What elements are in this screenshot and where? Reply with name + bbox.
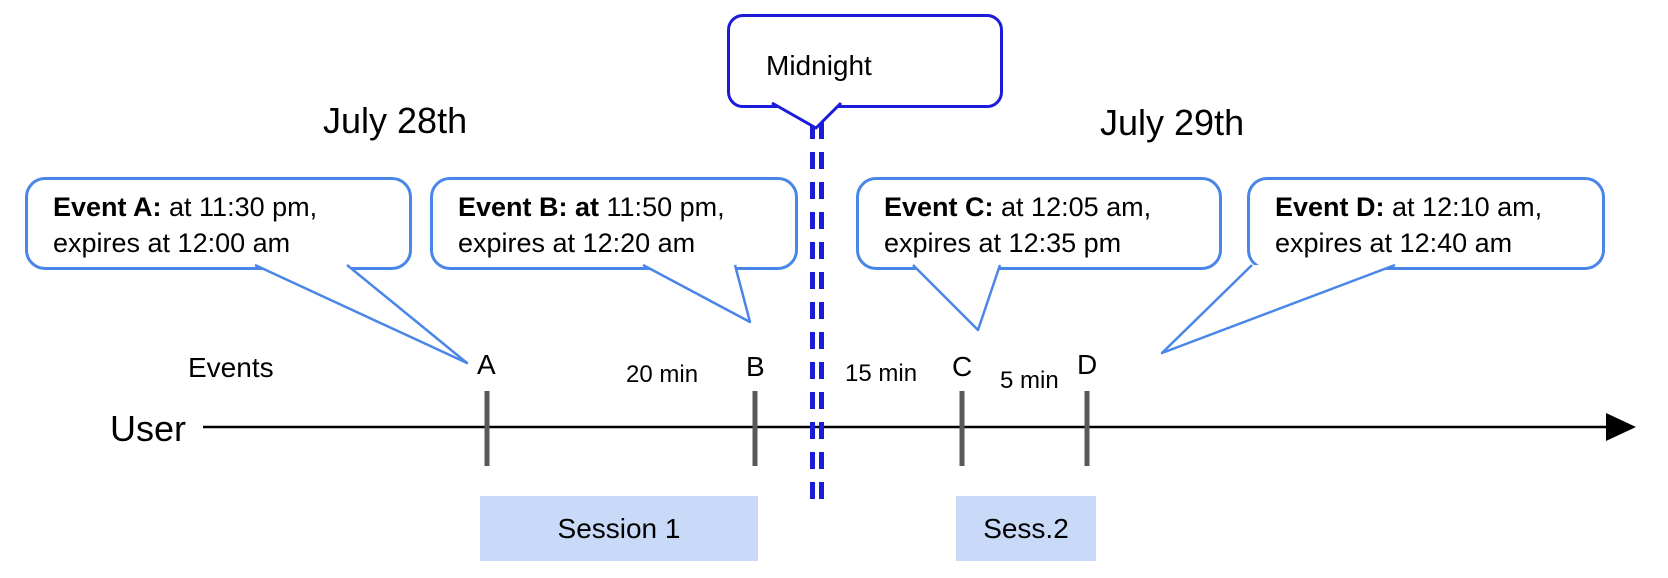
event-d-line2: expires at 12:40 am [1275, 228, 1513, 258]
timeline-arrowhead-icon [1606, 413, 1636, 441]
event-a-line2: expires at 12:00 am [53, 228, 291, 258]
event-a-line1: Event A: at 11:30 pm, [53, 192, 318, 222]
interval-b-c: 15 min [845, 360, 918, 387]
event-c-callout-tail [912, 264, 1002, 332]
tick-label-b: B [746, 351, 765, 382]
user-axis-label: User [110, 408, 187, 449]
midnight-label: Midnight [766, 50, 872, 81]
interval-c-d: 5 min [1000, 367, 1059, 394]
event-b-callout-tail [642, 263, 752, 324]
event-b-line2: expires at 12:20 am [458, 228, 696, 258]
event-d-callout-tail [1160, 263, 1396, 355]
session-2-box: Sess.2 [956, 496, 1096, 561]
tick-label-c: C [952, 351, 973, 382]
session-1-label: Session 1 [557, 512, 681, 544]
date-label-july-28: July 28th [323, 100, 468, 141]
tick-label-a: A [477, 349, 496, 380]
event-c-callout-bubble: Event C: at 12:05 am, expires at 12:35 p… [856, 177, 1222, 270]
midnight-callout-bubble: Midnight [727, 14, 1003, 108]
event-a-callout-bubble: Event A: at 11:30 pm, expires at 12:00 a… [25, 177, 412, 270]
session-1-box: Session 1 [480, 496, 758, 561]
event-c-line1: Event C: at 12:05 am, [884, 192, 1152, 222]
events-row-label: Events [188, 352, 274, 383]
session-2-label: Sess.2 [983, 512, 1069, 544]
date-label-july-29: July 29th [1100, 102, 1245, 143]
event-b-callout-bubble: Event B: at 11:50 pm, expires at 12:20 a… [430, 177, 798, 270]
event-a-callout-tail [254, 263, 469, 365]
tick-label-d: D [1077, 349, 1098, 380]
interval-a-b: 20 min [626, 361, 699, 388]
event-d-callout-bubble: Event D: at 12:10 am, expires at 12:40 a… [1247, 177, 1605, 270]
event-b-line1: Event B: at 11:50 pm, [458, 192, 725, 222]
event-d-line1: Event D: at 12:10 am, [1275, 192, 1543, 222]
event-c-line2: expires at 12:35 pm [884, 228, 1122, 258]
